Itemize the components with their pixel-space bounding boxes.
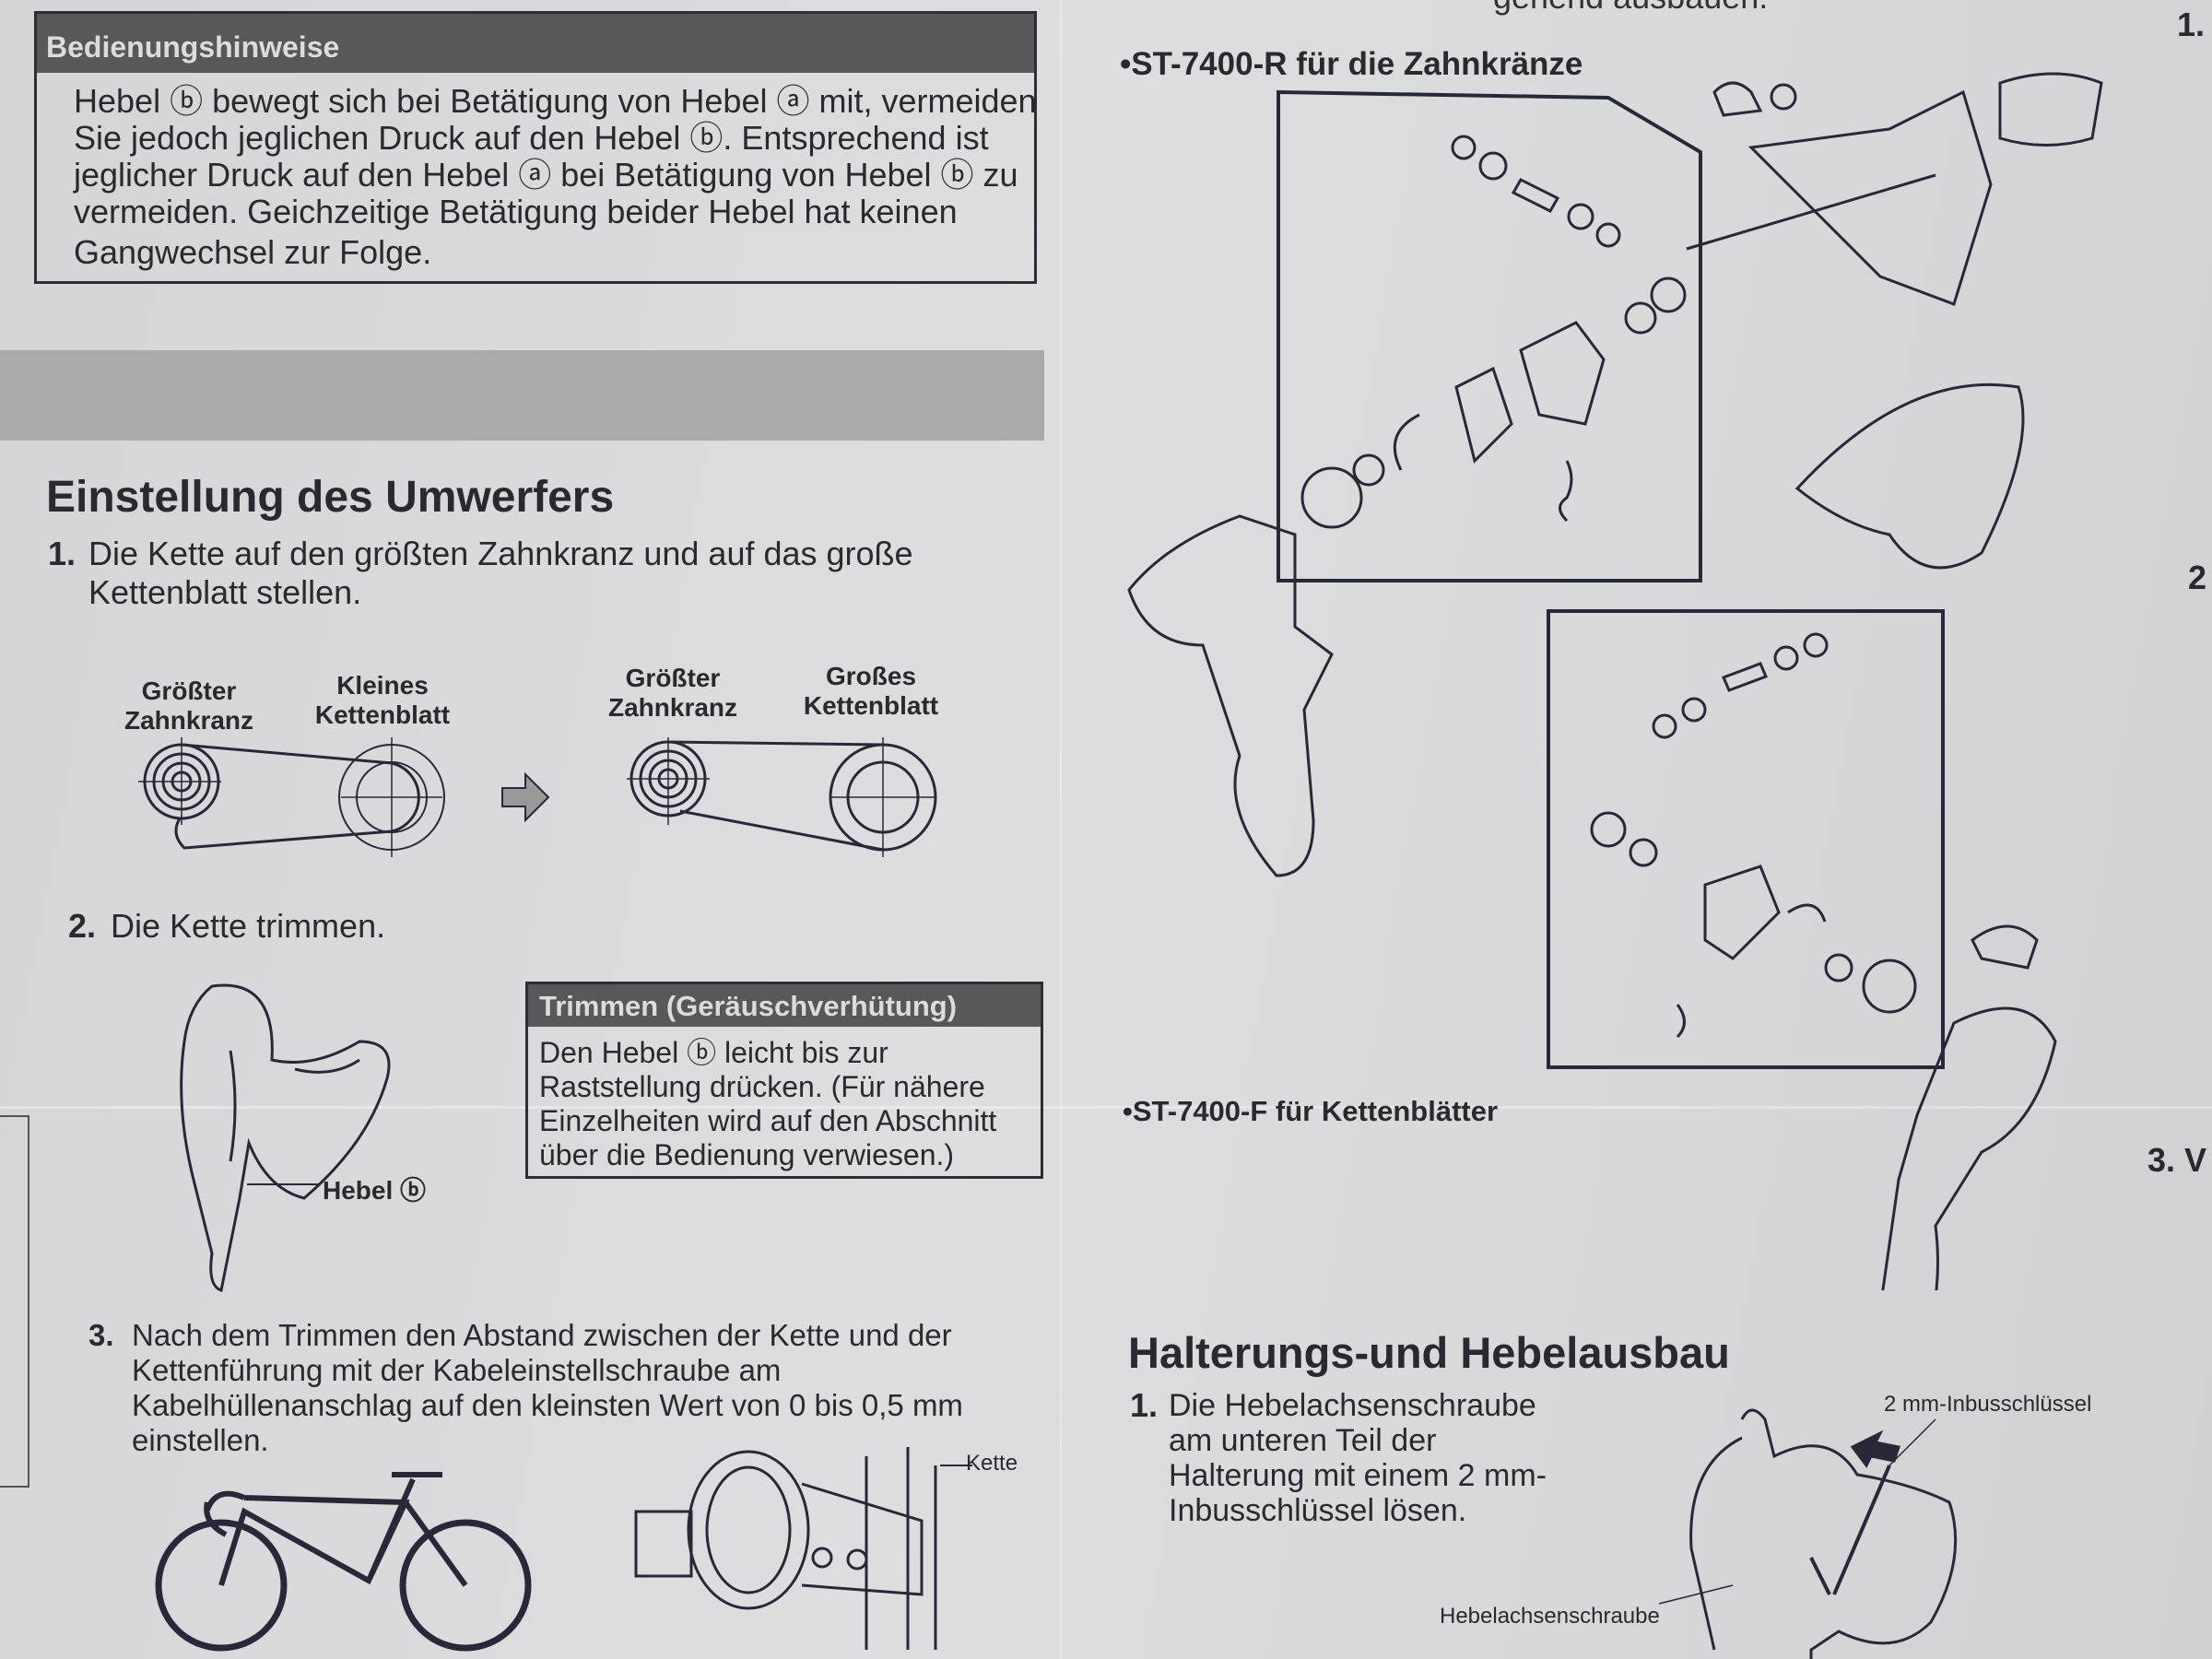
front-derailleur-drawing [634,1447,972,1650]
note-line: Gangwechsel zur Folge. [74,233,432,271]
step-number: 1. [48,535,76,572]
chain-position-diagram [138,737,937,857]
operation-notes-box: Bedienungshinweise Hebel ⓑ bewegt sich b… [34,11,1037,284]
arrow-icon [501,771,550,823]
step-text: einstellen. [132,1423,269,1457]
rear-shifter-exploded-view [1127,72,2103,1290]
clipped-top-text: gehend ausbauen. [1493,0,1768,15]
screw-label: Hebelachsenschraube [1440,1604,1660,1629]
step-number: 3. [88,1318,114,1352]
large-chainring-diagram [627,737,937,857]
edge-number: 2 [2188,559,2207,596]
lever-drawing [180,983,391,1292]
edge-number: 1. [2177,6,2206,43]
small-chainring-diagram [138,737,445,857]
lever-leader-line [247,1183,319,1185]
rear-shifter-label: •ST-7400-R für die Zahnkränze [1120,46,1583,82]
wrench-label: 2 mm-Inbusschlüssel [1884,1392,2092,1417]
left-edge-frame [0,1115,29,1488]
chain-label: Kette [966,1451,1018,1476]
lever-b-label: Hebel ⓑ [323,1176,427,1205]
front-shifter-label: •ST-7400-F für Kettenblätter [1123,1095,1499,1127]
step-text: am unteren Teil der [1169,1423,1437,1458]
step-text: Halterung mit einem 2 mm- [1169,1458,1547,1493]
trim-line: Den Hebel ⓑ leicht bis zur [539,1036,888,1069]
trim-box: Trimmen (Geräuschverhütung) Den Hebel ⓑ … [525,982,1043,1179]
step-text: Kettenführung mit der Kabeleinstellschra… [132,1353,782,1387]
note-line: vermeiden. Geichzeitige Betätigung beide… [74,193,958,230]
gray-band [0,350,1044,441]
step-text: Die Kette trimmen. [111,907,386,945]
note-line: jeglicher Druck auf den Hebel ⓐ bei Betä… [74,156,1018,194]
step-text: Kabelhüllenanschlag auf den kleinsten We… [132,1388,963,1422]
section-heading-derailleur: Einstellung des Umwerfers [46,473,615,522]
bicycle-drawing [155,1472,532,1652]
section-heading-removal: Halterungs-und Hebelausbau [1128,1328,1730,1377]
edge-number: 3. V [2147,1141,2207,1179]
step-text: Nach dem Trimmen den Abstand zwischen de… [132,1318,952,1352]
operation-notes-title: Bedienungshinweise [37,14,1034,73]
trim-line: über die Bedienung verwiesen.) [539,1138,955,1171]
step-text: Die Kette auf den größten Zahnkranz und … [88,535,913,572]
note-line: Sie jedoch jeglichen Druck auf den Hebel… [74,119,989,157]
trim-box-title: Trimmen (Geräuschverhütung) [528,984,1041,1027]
step-number: 2. [68,907,97,945]
step-number: 1. [1130,1386,1159,1424]
step-text: Kettenblatt stellen. [88,573,362,611]
arrow-icon [1850,1430,1900,1468]
step-text: Inbusschlüssel lösen. [1169,1493,1467,1528]
step-text: Die Hebelachsenschraube [1169,1388,1536,1423]
lever-removal-drawing [1658,1408,1958,1659]
note-line: Hebel ⓑ bewegt sich bei Betätigung von H… [74,82,1037,120]
trim-line: Einzelheiten wird auf den Abschnitt [539,1104,997,1137]
trim-line: Raststellung drücken. (Für nähere [539,1070,985,1103]
